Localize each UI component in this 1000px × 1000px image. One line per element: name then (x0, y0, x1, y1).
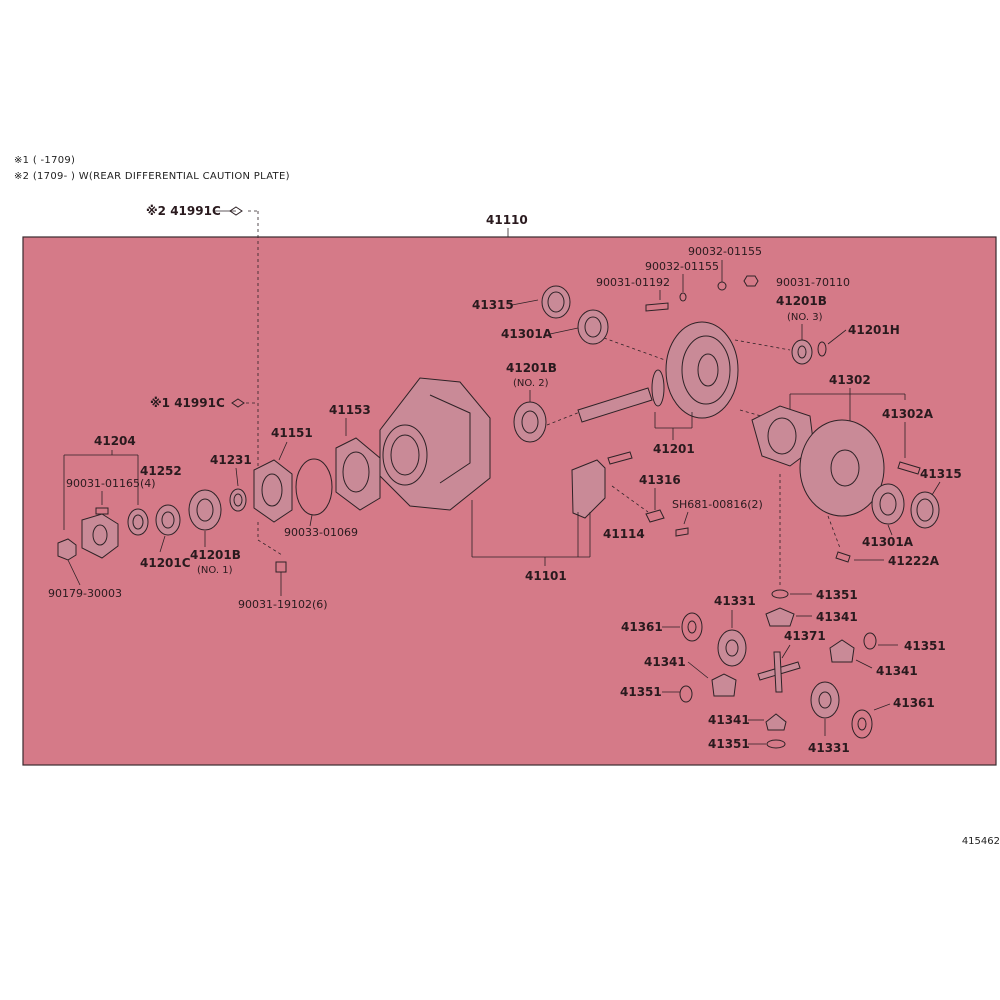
pinion-shaft-icon (577, 387, 653, 423)
label-41302: 41302 (829, 373, 871, 387)
hex-nut-icon (743, 275, 759, 287)
bearing-41301a-bottom-icon (871, 483, 905, 525)
gasket-41153-icon (335, 437, 381, 511)
thrust-washer-41361-a-icon (681, 612, 703, 642)
pinion-gear-41341-a-icon (765, 607, 795, 627)
label-41361-b: 41361 (893, 696, 935, 710)
label-41341-b: 41341 (876, 664, 918, 678)
bolt-41302a-icon (897, 461, 921, 475)
assembly-number: 41110 (486, 213, 528, 227)
pinion-gear-41341-d-icon (765, 713, 787, 731)
bearing-cup-41315-bottom-icon (910, 491, 940, 529)
label-41341-c: 41341 (644, 655, 686, 669)
label-41252: 41252 (140, 464, 182, 478)
label-41331-b: 41331 (808, 741, 850, 755)
label-41371: 41371 (784, 629, 826, 643)
label-41331-a: 41331 (714, 594, 756, 608)
ring-gear-icon (665, 321, 739, 419)
label-41301a-bottom: 41301A (862, 535, 914, 549)
side-gear-41331-b-icon (810, 681, 840, 719)
washer-icon (717, 281, 727, 291)
note-2: ※2 (1709- ) W(REAR DIFFERENTIAL CAUTION … (14, 171, 290, 182)
label-41201: 41201 (653, 442, 695, 456)
bearing-cup-41315-icon (541, 285, 571, 319)
label-41201b-3: 41201B (776, 294, 827, 308)
bolt-90031-19102-icon (275, 561, 287, 573)
bearing-cap-icon (571, 459, 606, 519)
label-no-3: (NO. 3) (787, 312, 823, 323)
label-90179-30003: 90179-30003 (48, 587, 122, 600)
note-1: ※1 ( -1709) (14, 155, 76, 166)
thrust-washer-41351-d-icon (766, 739, 786, 749)
label-41315-top: 41315 (472, 298, 514, 312)
label-90031-70110: 90031-70110 (776, 276, 850, 289)
bearing-41201b-2-icon (513, 401, 547, 443)
label-41351-a: 41351 (816, 588, 858, 602)
label-41201c: 41201C (140, 556, 191, 570)
lock-plate-icon (645, 509, 665, 523)
label-41201b-2: 41201B (506, 361, 557, 375)
label-90031-01192: 90031-01192 (596, 276, 670, 289)
screw-sh681-icon (675, 527, 689, 537)
carrier-housing-icon (379, 377, 491, 511)
caution-plate-icon (229, 206, 243, 216)
cap-bolt-icon (607, 451, 633, 465)
label-41201h: 41201H (848, 323, 900, 337)
label-41315-bottom: 41315 (920, 467, 962, 481)
label-90031-19102: 90031-19102(6) (238, 598, 328, 611)
label-41316: 41316 (639, 473, 681, 487)
bearing-41201b-1-icon (188, 489, 222, 531)
label-90032-01155-a: 90032-01155 (688, 245, 762, 258)
label-41231: 41231 (210, 453, 252, 467)
nut-90179-icon (57, 538, 77, 561)
side-gear-41331-a-icon (717, 629, 747, 667)
label-41101: 41101 (525, 569, 567, 583)
label-41351-c: 41351 (620, 685, 662, 699)
label-41301a-top: 41301A (501, 327, 553, 341)
seal-41201c-icon (155, 504, 181, 536)
label-90031-01165: 90031-01165(4) (66, 477, 156, 490)
thrust-washer-41351-a-icon (771, 589, 789, 599)
label-41114: 41114 (603, 527, 645, 541)
seal-41231-icon (229, 488, 247, 512)
bolt-90031-01165-icon (95, 507, 109, 515)
label-90032-01155-b: 90032-01155 (645, 260, 719, 273)
label-41153: 41153 (329, 403, 371, 417)
thrust-washer-41351-b-icon (863, 632, 877, 650)
label-90033-01069: 90033-01069 (284, 526, 358, 539)
deflector-41252-icon (127, 508, 149, 536)
bolt-41222a-icon (835, 551, 851, 563)
label-41341-a: 41341 (816, 610, 858, 624)
label-41991c-2: ※2 41991C (146, 204, 221, 218)
label-sh681-00816: SH681-00816(2) (672, 498, 763, 511)
label-no-2: (NO. 2) (513, 378, 549, 389)
label-41341-d: 41341 (708, 713, 750, 727)
label-41204: 41204 (94, 434, 136, 448)
label-41201b-1: 41201B (190, 548, 241, 562)
label-41222a: 41222A (888, 554, 940, 568)
oring-90033-icon (295, 458, 333, 516)
pinion-gear-41341-b-icon (829, 639, 855, 663)
thrust-washer-41361-b-icon (851, 709, 873, 739)
label-41151: 41151 (271, 426, 313, 440)
companion-flange-icon (81, 513, 119, 559)
label-41351-d: 41351 (708, 737, 750, 751)
caution-plate-small-icon (231, 398, 245, 408)
spacer-41201h-icon (817, 341, 827, 357)
label-41351-b: 41351 (904, 639, 946, 653)
bolt-90031-01192-icon (645, 302, 669, 312)
pinion-gear-41341-c-icon (711, 673, 737, 697)
thrust-washer-41351-c-icon (679, 685, 693, 703)
retainer-41151-icon (253, 459, 293, 523)
bearing-41301a-icon (577, 309, 609, 345)
diff-case-icon (799, 419, 885, 517)
label-41302a: 41302A (882, 407, 934, 421)
reference-code: 415462 (961, 836, 1000, 847)
label-41361-a: 41361 (621, 620, 663, 634)
label-41991c-1: ※1 41991C (150, 396, 225, 410)
label-no-1: (NO. 1) (197, 565, 233, 576)
nut-icon (679, 292, 687, 302)
bearing-41201b-3-icon (791, 339, 813, 365)
